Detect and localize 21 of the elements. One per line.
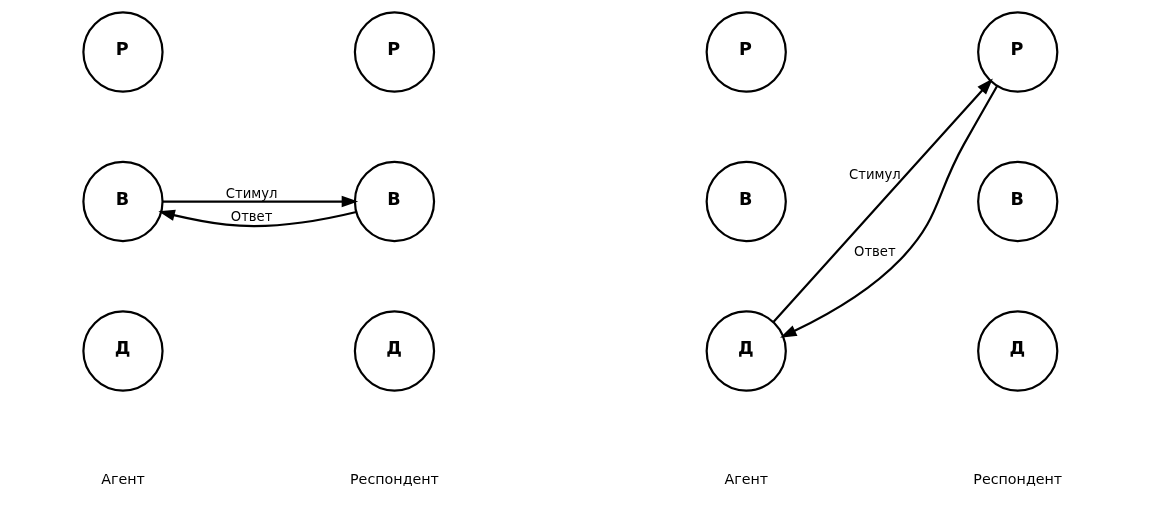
node-circle: В xyxy=(353,160,435,243)
arrow xyxy=(162,195,358,208)
label: Агент xyxy=(723,471,768,488)
label: Респондент xyxy=(972,471,1062,488)
node-circle: Р xyxy=(353,11,435,93)
label: Агент xyxy=(100,471,145,488)
node-circle: Д xyxy=(353,310,435,392)
node-circle: Д xyxy=(705,310,787,392)
node-circle: Д xyxy=(81,310,164,392)
edge-label: Стимул xyxy=(225,185,277,201)
arrow xyxy=(157,209,357,228)
node-circle: Д xyxy=(976,310,1058,392)
edge-label: Ответ xyxy=(230,208,272,224)
edge-label: Стимул xyxy=(848,167,901,183)
node-circle: В xyxy=(976,160,1058,243)
edge-label: Ответ xyxy=(853,244,896,260)
node-circle: Р xyxy=(81,11,164,93)
node-circle: В xyxy=(705,160,787,243)
node-circle: Р xyxy=(705,11,787,93)
node-circle: В xyxy=(81,160,164,243)
label: Респондент xyxy=(349,471,439,488)
